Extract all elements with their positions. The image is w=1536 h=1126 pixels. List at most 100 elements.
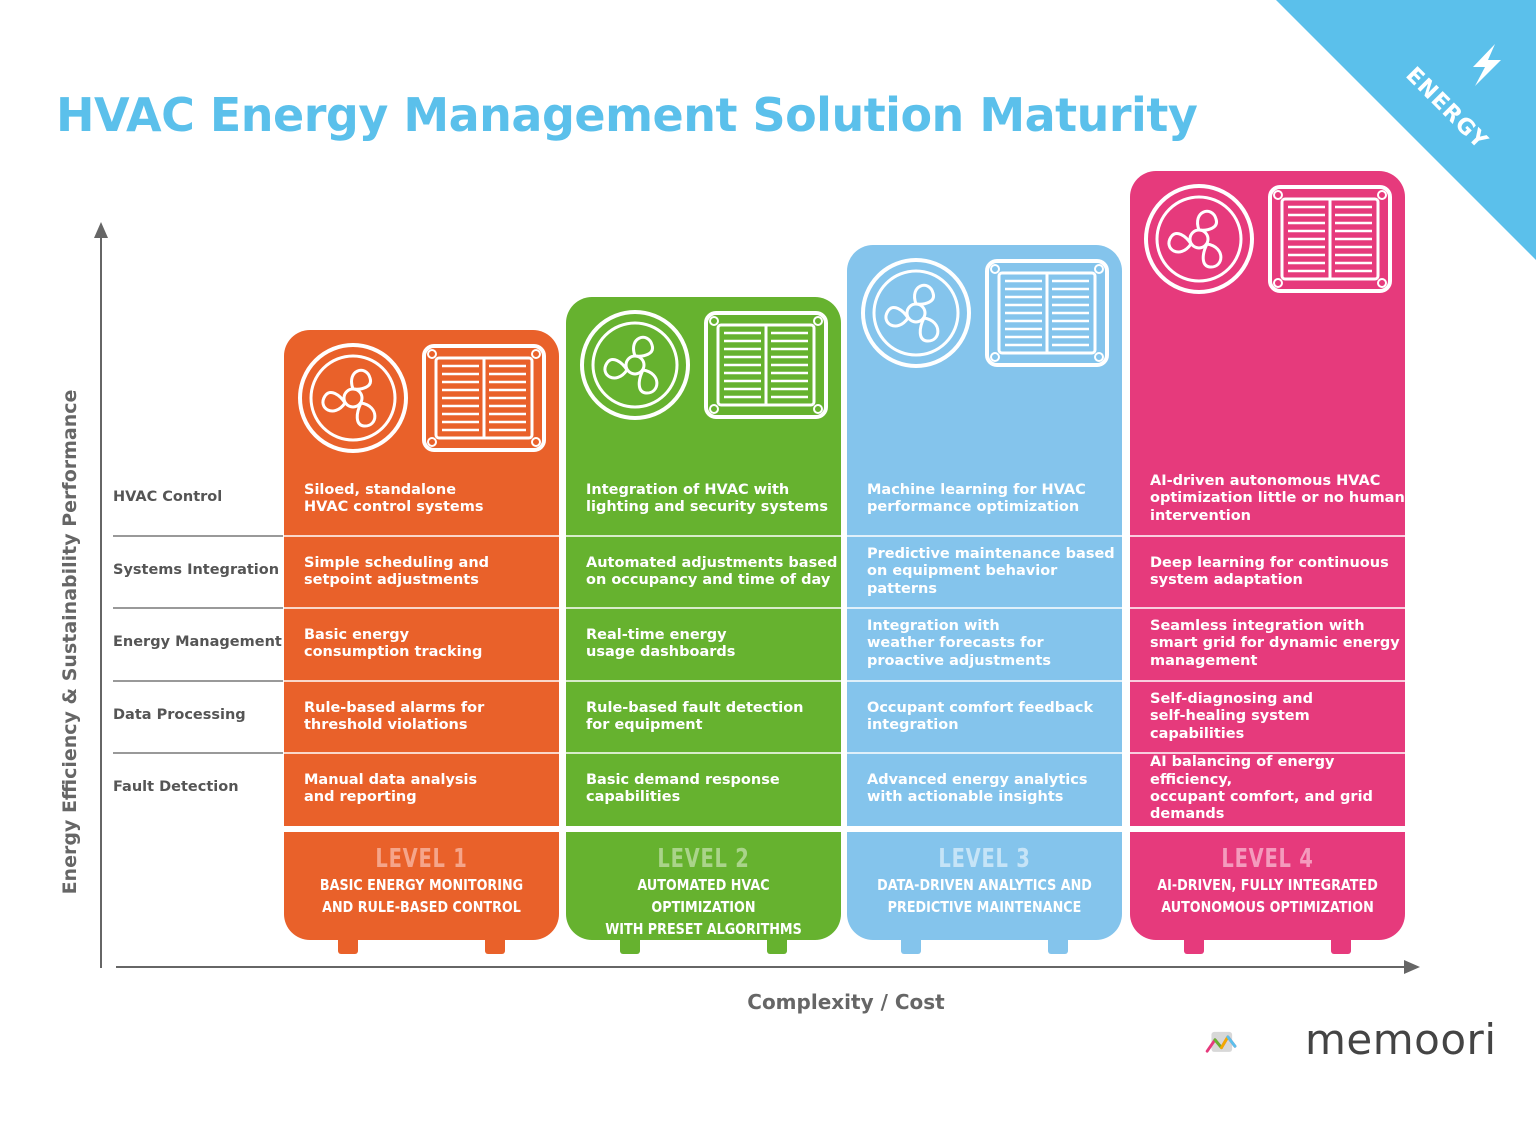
row-separator — [1130, 535, 1405, 537]
row-separator — [566, 535, 841, 537]
unit-leg — [485, 940, 505, 954]
capability-text: Seamless integration with — [1150, 617, 1365, 634]
capability-text: for equipment — [586, 717, 703, 733]
level-description: AUTOMATED HVAC OPTIMIZATION — [637, 876, 770, 916]
hvac-unit-icons — [861, 258, 1109, 368]
unit-leg — [901, 940, 921, 954]
capability-text: management — [1150, 652, 1258, 669]
hvac-unit-icons — [1144, 184, 1392, 294]
row-separator — [566, 752, 841, 754]
lightning-bolt-icon — [1473, 44, 1501, 86]
capability-text: Rule-based alarms for — [304, 699, 485, 716]
capability-text: Integration of HVAC with — [586, 481, 790, 498]
level-number: LEVEL 2 — [657, 844, 750, 874]
fan-icon — [1144, 184, 1254, 294]
capability-text: lighting and security systems — [586, 499, 828, 515]
fan-icon — [580, 310, 690, 420]
level-description: BASIC ENERGY MONITORING — [319, 876, 524, 894]
capability-text: proactive adjustments — [867, 652, 1051, 669]
capability-text: Integration with — [867, 617, 1000, 634]
capability-text: with actionable insights — [867, 789, 1064, 805]
category-separator — [113, 752, 283, 754]
capability-text: AI balancing of energy efficiency, — [1150, 754, 1335, 788]
capability-text: and reporting — [304, 789, 417, 805]
capability-text: usage dashboards — [586, 644, 736, 660]
level-description: WITH PRESET ALGORITHMS — [605, 920, 802, 938]
y-axis — [100, 236, 102, 968]
unit-leg — [767, 940, 787, 954]
footer-separator — [284, 826, 559, 832]
vent-grille-icon — [422, 344, 546, 452]
capability-text: Simple scheduling and — [304, 554, 490, 571]
capability-cell: AI balancing of energy efficiency,occupa… — [1130, 753, 1405, 825]
level-number: LEVEL 3 — [938, 844, 1031, 874]
vent-grille-icon — [985, 259, 1109, 367]
category-label: Systems Integration — [113, 562, 280, 578]
row-separator — [847, 607, 1122, 609]
capability-text: threshold violations — [304, 717, 468, 733]
category-label: HVAC Control — [113, 489, 223, 505]
capability-text: Manual data analysis — [304, 771, 478, 788]
row-separator — [284, 680, 559, 682]
capability-text: demands — [1150, 806, 1225, 823]
category-separator — [113, 680, 283, 682]
level-number: LEVEL 4 — [1221, 844, 1314, 874]
capability-text: Basic energy — [304, 626, 410, 643]
category-separator — [113, 607, 283, 609]
category-label: Fault Detection — [113, 779, 239, 795]
fan-icon — [861, 258, 971, 368]
unit-leg — [338, 940, 358, 954]
level-number: LEVEL 1 — [375, 844, 468, 874]
unit-leg — [1331, 940, 1351, 954]
capability-text: intervention — [1150, 507, 1252, 524]
capability-text: smart grid for dynamic energy — [1150, 635, 1400, 652]
memoori-logo-icon — [1205, 1031, 1237, 1053]
footer-separator — [847, 826, 1122, 832]
row-separator — [1130, 752, 1405, 754]
capability-text: on occupancy and time of day — [586, 572, 831, 588]
capability-text: Deep learning for continuous — [1150, 554, 1389, 571]
row-separator — [847, 752, 1122, 754]
capability-text: Self-diagnosing and — [1150, 690, 1313, 707]
footer-separator — [566, 826, 841, 832]
capability-text: Basic demand response — [586, 771, 780, 788]
capability-text: on equipment behavior patterns — [867, 563, 1058, 597]
category-label: Energy Management — [113, 634, 282, 650]
row-separator — [847, 535, 1122, 537]
level-description: AND RULE-BASED CONTROL — [322, 898, 521, 916]
level-footer: LEVEL 1 BASIC ENERGY MONITORING AND RULE-B… — [284, 844, 559, 918]
unit-leg — [620, 940, 640, 954]
capability-text: Machine learning for HVAC — [867, 481, 1086, 498]
fan-icon — [298, 343, 408, 453]
x-axis-label: Complexity / Cost — [747, 990, 945, 1014]
footer-separator — [1130, 826, 1405, 832]
level-description: AI-DRIVEN, FULLY INTEGRATED — [1157, 876, 1378, 894]
level-description: DATA-DRIVEN ANALYTICS AND — [877, 876, 1092, 894]
capability-text: Occupant comfort feedback — [867, 699, 1094, 716]
capability-text: Predictive maintenance based — [867, 545, 1115, 562]
capability-text: AI-driven autonomous HVAC — [1150, 472, 1381, 489]
row-separator — [847, 680, 1122, 682]
capability-text: consumption tracking — [304, 644, 483, 660]
x-axis-arrow-icon — [1404, 960, 1420, 974]
unit-leg — [1184, 940, 1204, 954]
hvac-unit-icons — [298, 343, 546, 453]
capability-text: setpoint adjustments — [304, 572, 479, 588]
row-separator — [1130, 680, 1405, 682]
category-label: Data Processing — [113, 707, 246, 723]
row-separator — [284, 535, 559, 537]
